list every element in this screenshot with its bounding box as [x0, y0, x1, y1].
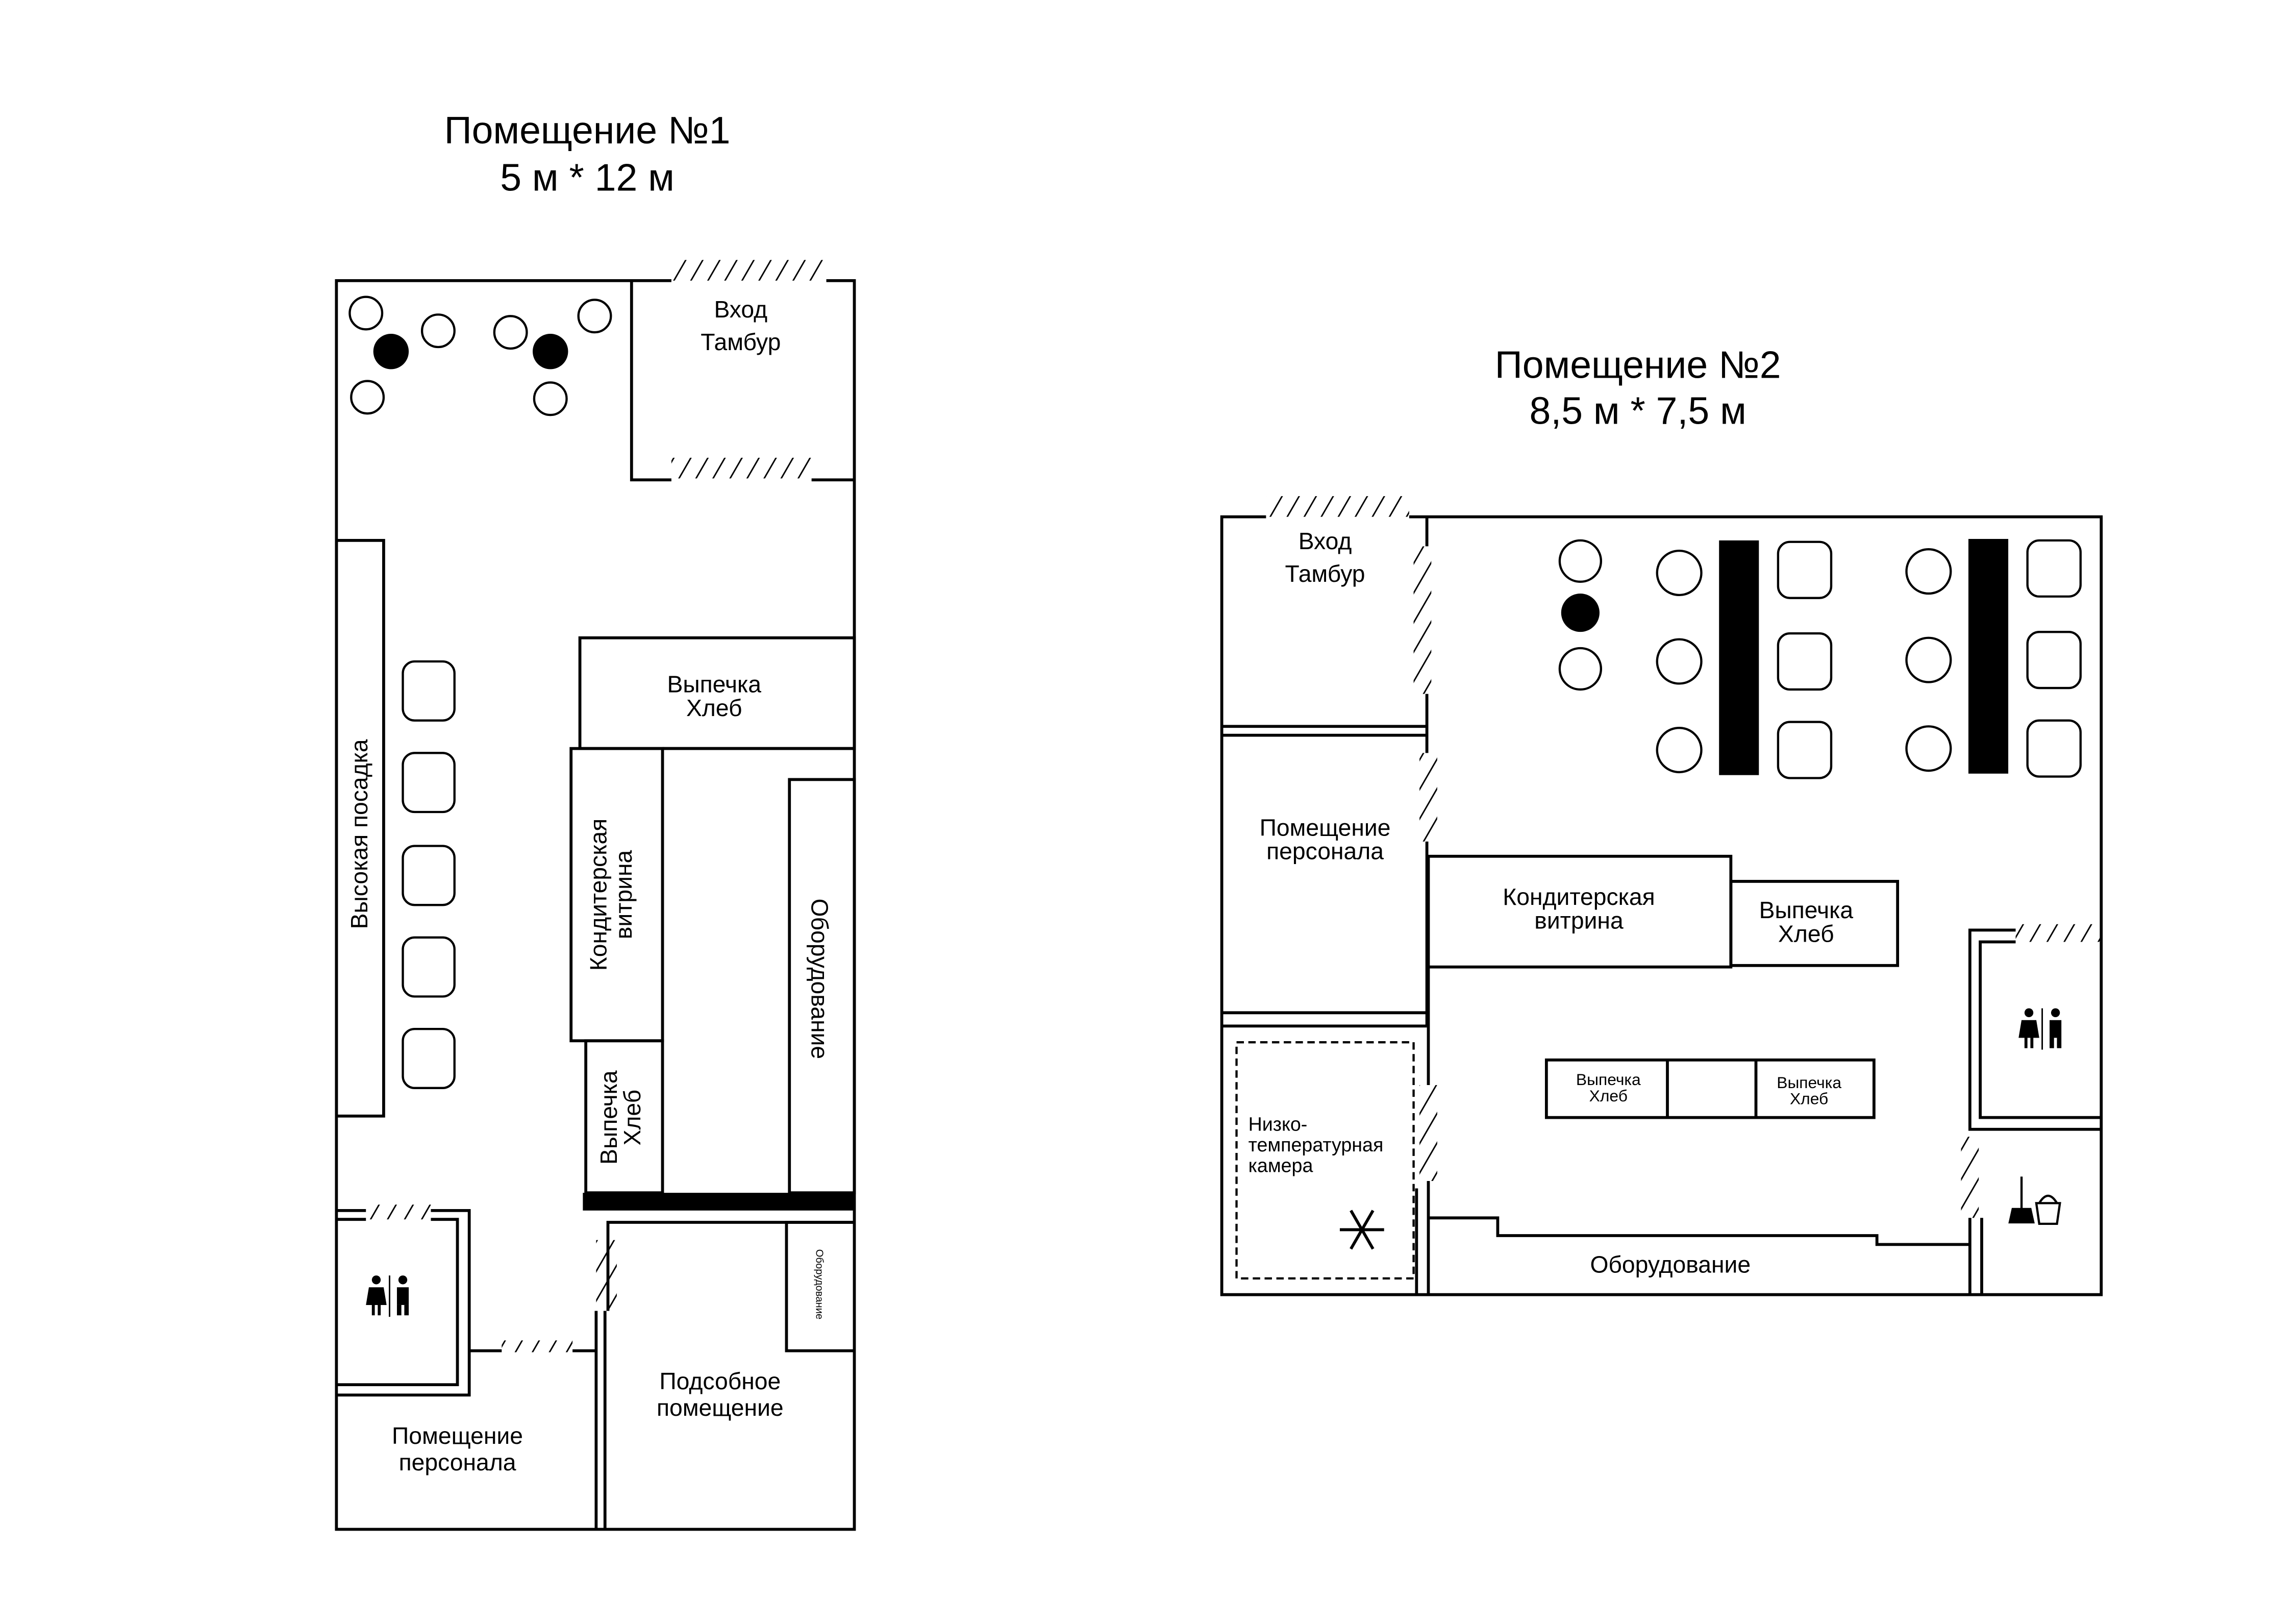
- bar-stools: [402, 660, 456, 1089]
- door-staff: [502, 1340, 573, 1352]
- room-2-bread-label: Хлеб: [1778, 920, 1834, 947]
- room-2-title: Помещение №2: [1495, 343, 1781, 386]
- utility-room-label: Подсобное: [659, 1368, 781, 1394]
- door-restroom: [366, 1204, 431, 1220]
- high-seating-label: Высокая посадка: [346, 739, 372, 929]
- room-2-pastry-label: Кондитерская: [1503, 883, 1655, 910]
- cold-room-label-2: температурная: [1249, 1134, 1384, 1155]
- display-label: витрина: [610, 850, 637, 939]
- vestibule-door: [1413, 546, 1432, 694]
- island-counter: [1544, 1058, 1876, 1119]
- cold-room-label-3: камера: [1249, 1155, 1313, 1176]
- restroom-icon: [366, 1275, 409, 1317]
- room-2-plan: Помещение №2 8,5 м * 7,5 м Вход Тамбур П…: [1220, 343, 2103, 1296]
- room-2-size: 8,5 м * 7,5 м: [1530, 389, 1746, 432]
- room-1-entrance-label: Вход: [714, 296, 767, 323]
- high-seating-counter: [335, 538, 385, 1118]
- room-2-equipment: [1428, 1216, 1970, 1246]
- island-right-label-2: Хлеб: [1790, 1090, 1828, 1108]
- equipment-small-block: [785, 1221, 855, 1352]
- bread-small-label: Хлеб: [619, 1090, 645, 1146]
- room-2-bakery-counter: [1729, 880, 1900, 967]
- room-1-vestibule-label: Тамбур: [701, 329, 781, 355]
- staff-door: [1419, 753, 1437, 842]
- room-2-equipment-label: Оборудование: [1590, 1251, 1751, 1277]
- bread-label: Хлеб: [686, 695, 742, 721]
- bakery-small-label: Выпечка: [595, 1070, 622, 1165]
- room-2-staff-label-2: персонала: [1266, 838, 1384, 865]
- round-table-group-1: [348, 296, 612, 416]
- room-2-entrance-door: [1266, 496, 1409, 517]
- equipment-label: Оборудование: [807, 898, 833, 1059]
- cold-room-door: [1419, 1085, 1437, 1182]
- dining-tables: [1558, 538, 2082, 779]
- pastry-label: Кондитерская: [585, 819, 612, 971]
- bakery-label: Выпечка: [667, 671, 762, 698]
- island-right-label: Выпечка: [1777, 1073, 1841, 1092]
- utility-room-label-2: помещение: [657, 1394, 784, 1421]
- entrance-door-inner: [671, 457, 812, 479]
- equipment-small-label: Оборудование: [813, 1249, 825, 1320]
- room-2-bakery-label: Выпечка: [1759, 897, 1854, 923]
- partition-bar: [583, 1193, 855, 1211]
- snowflake-icon: [1339, 1210, 1384, 1250]
- restroom-icon: [2018, 1008, 2062, 1050]
- room-1-title: Помещение №1: [444, 109, 731, 152]
- entrance-door-outer: [671, 260, 827, 281]
- island-left-label-2: Хлеб: [1589, 1087, 1628, 1105]
- island-left-label: Выпечка: [1576, 1070, 1641, 1089]
- room-2-entrance-label: Вход: [1299, 528, 1352, 554]
- room-1-plan: Помещение №1 5 м * 12 м Вход Тамбур Высо…: [335, 109, 856, 1531]
- room-2-restroom-door: [2015, 924, 2102, 942]
- room-2-display-label: витрина: [1534, 907, 1624, 933]
- room-1-size: 5 м * 12 м: [500, 156, 675, 199]
- cleaning-room-door: [1961, 1137, 1979, 1218]
- door-utility: [596, 1240, 617, 1311]
- cleaning-icon: [2008, 1176, 2061, 1225]
- room-2-vestibule-label: Тамбур: [1285, 560, 1365, 587]
- staff-room-label: Помещение: [392, 1422, 523, 1449]
- cold-room: [1235, 1041, 1415, 1280]
- room-2-staff-label: Помещение: [1260, 814, 1391, 841]
- staff-room-label-2: персонала: [399, 1449, 516, 1475]
- cold-room-label-1: Низко-: [1249, 1114, 1308, 1135]
